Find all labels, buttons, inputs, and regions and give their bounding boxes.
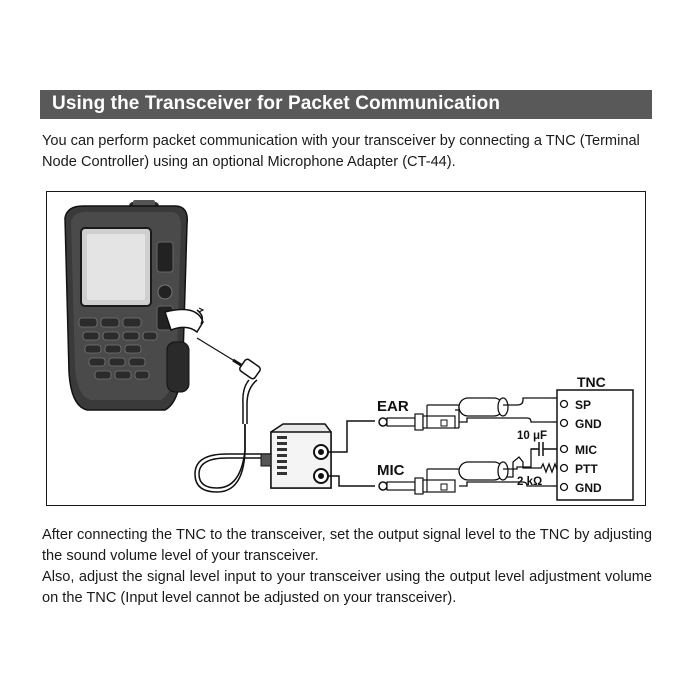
connection-diagram: EAR MIC — [46, 191, 646, 506]
section-header-bar: Using the Transceiver for Packet Communi… — [40, 90, 652, 119]
tnc-pin-sp: SP — [575, 398, 591, 412]
instruction-paragraph-1: After connecting the TNC to the transcei… — [42, 527, 652, 564]
mic-plug: MIC — [377, 462, 459, 495]
capacitor: 10 μF — [517, 430, 559, 456]
section-title: Using the Transceiver for Packet Communi… — [52, 93, 501, 114]
adapter-wires — [328, 420, 375, 487]
shielded-cables — [455, 397, 551, 487]
tnc-box: TNC SP GND MIC PTT GND — [556, 374, 634, 501]
mic-label: MIC — [377, 462, 405, 479]
microphone-adapter — [260, 423, 332, 489]
instructions-body: After connecting the TNC to the transcei… — [42, 525, 652, 609]
tnc-pin-ptt: PTT — [575, 462, 598, 476]
intro-paragraph: You can perform packet communication wit… — [42, 133, 640, 170]
ear-plug: EAR — [377, 398, 459, 431]
tnc-pin-gnd: GND — [575, 417, 602, 431]
tnc-pin-mic: MIC — [575, 443, 597, 457]
capacitor-value: 10 μF — [517, 430, 547, 442]
cable-plug — [194, 337, 271, 493]
transceiver-illustration — [64, 200, 205, 411]
instruction-paragraph-2: Also, adjust the signal level input to y… — [42, 569, 652, 606]
ear-label: EAR — [377, 398, 409, 415]
diagram-canvas: EAR MIC — [64, 200, 634, 501]
resistor-value: 2 kΩ — [517, 476, 542, 488]
tnc-title: TNC — [577, 374, 606, 390]
tnc-pin-gnd-2: GND — [575, 481, 602, 495]
